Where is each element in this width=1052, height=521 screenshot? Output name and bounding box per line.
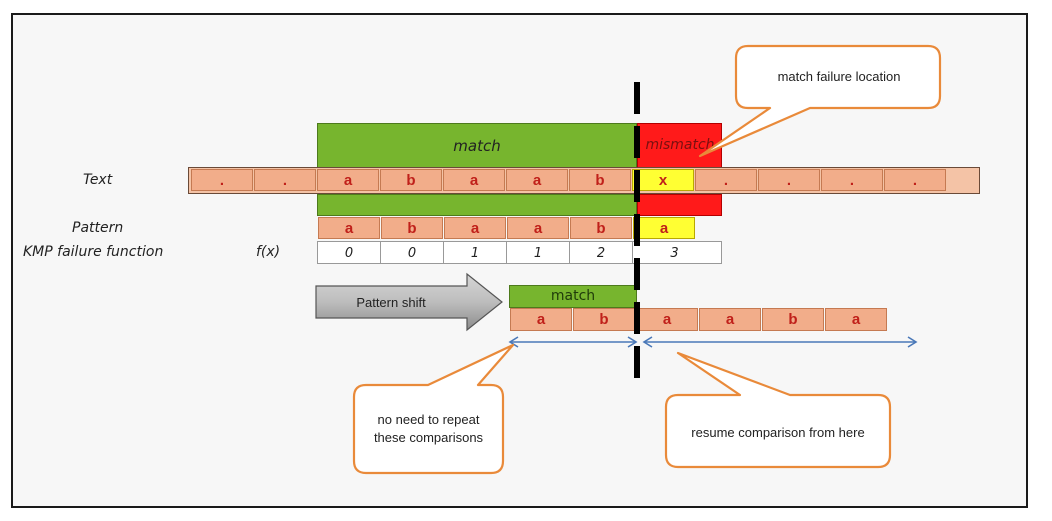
pattern-mismatch-band: [637, 194, 722, 216]
text-cell-1: .: [254, 169, 316, 191]
shifted-pattern-cell-0: a: [510, 308, 572, 331]
resume-callout-text: resume comparison from here: [691, 425, 865, 440]
text-cell-2: a: [317, 169, 379, 191]
shifted-pattern-cell-3: a: [699, 308, 761, 331]
failure-value-2: 1: [444, 242, 507, 264]
text-cell-11: .: [884, 169, 946, 191]
failure-value-0: 0: [318, 242, 381, 264]
text-cell-9: .: [758, 169, 820, 191]
failure-position-dashed-line: [634, 82, 640, 382]
pattern-cell-1: b: [381, 217, 443, 239]
failure-location-callout-text: match failure location: [777, 69, 901, 84]
pattern-row-label: Pattern: [72, 220, 124, 236]
pattern-cell-0: a: [318, 217, 380, 239]
no-repeat-callout-shape: [352, 343, 515, 475]
text-cell-7: x: [632, 169, 694, 191]
text-cell-4: a: [443, 169, 505, 191]
text-row-label: Text: [83, 172, 113, 188]
shift-match-label: match: [550, 288, 596, 304]
shifted-pattern-cell-2: a: [636, 308, 698, 331]
resume-callout-shape: [664, 351, 892, 469]
kmp-label: KMP failure function: [23, 244, 164, 260]
shifted-pattern-cell-5: a: [825, 308, 887, 331]
shift-match-band: [509, 285, 637, 308]
pattern-shift-label: Pattern shift: [356, 295, 426, 310]
text-cell-3: b: [380, 169, 442, 191]
pattern-cell-5: a: [633, 217, 695, 239]
no-repeat-callout-line2: these comparisons: [373, 430, 484, 445]
comparison-range-arrows: [508, 336, 918, 348]
text-cell-8: .: [695, 169, 757, 191]
failure-value-1: 0: [381, 242, 444, 264]
failure-value-3: 1: [507, 242, 570, 264]
pattern-cell-2: a: [444, 217, 506, 239]
shifted-pattern-cell-1: b: [573, 308, 635, 331]
failure-location-callout-shape: [698, 44, 942, 158]
text-cell-0: .: [191, 169, 253, 191]
text-cell-10: .: [821, 169, 883, 191]
shifted-pattern-cell-4: b: [762, 308, 824, 331]
pattern-match-band: [317, 194, 637, 216]
text-cell-5: a: [506, 169, 568, 191]
failure-table: [317, 241, 722, 264]
pattern-shift-arrow: [315, 272, 503, 332]
mismatch-label: mismatch: [645, 137, 715, 153]
pattern-cell-4: b: [570, 217, 632, 239]
fx-label: f(x): [256, 244, 281, 260]
match-band: [317, 123, 637, 168]
failure-value-4: 2: [570, 242, 633, 264]
no-repeat-callout-line1: no need to repeat: [377, 412, 480, 427]
failure-value-5: 3: [670, 245, 679, 261]
pattern-cell-3: a: [507, 217, 569, 239]
match-label: match: [453, 137, 501, 155]
text-cell-6: b: [569, 169, 631, 191]
